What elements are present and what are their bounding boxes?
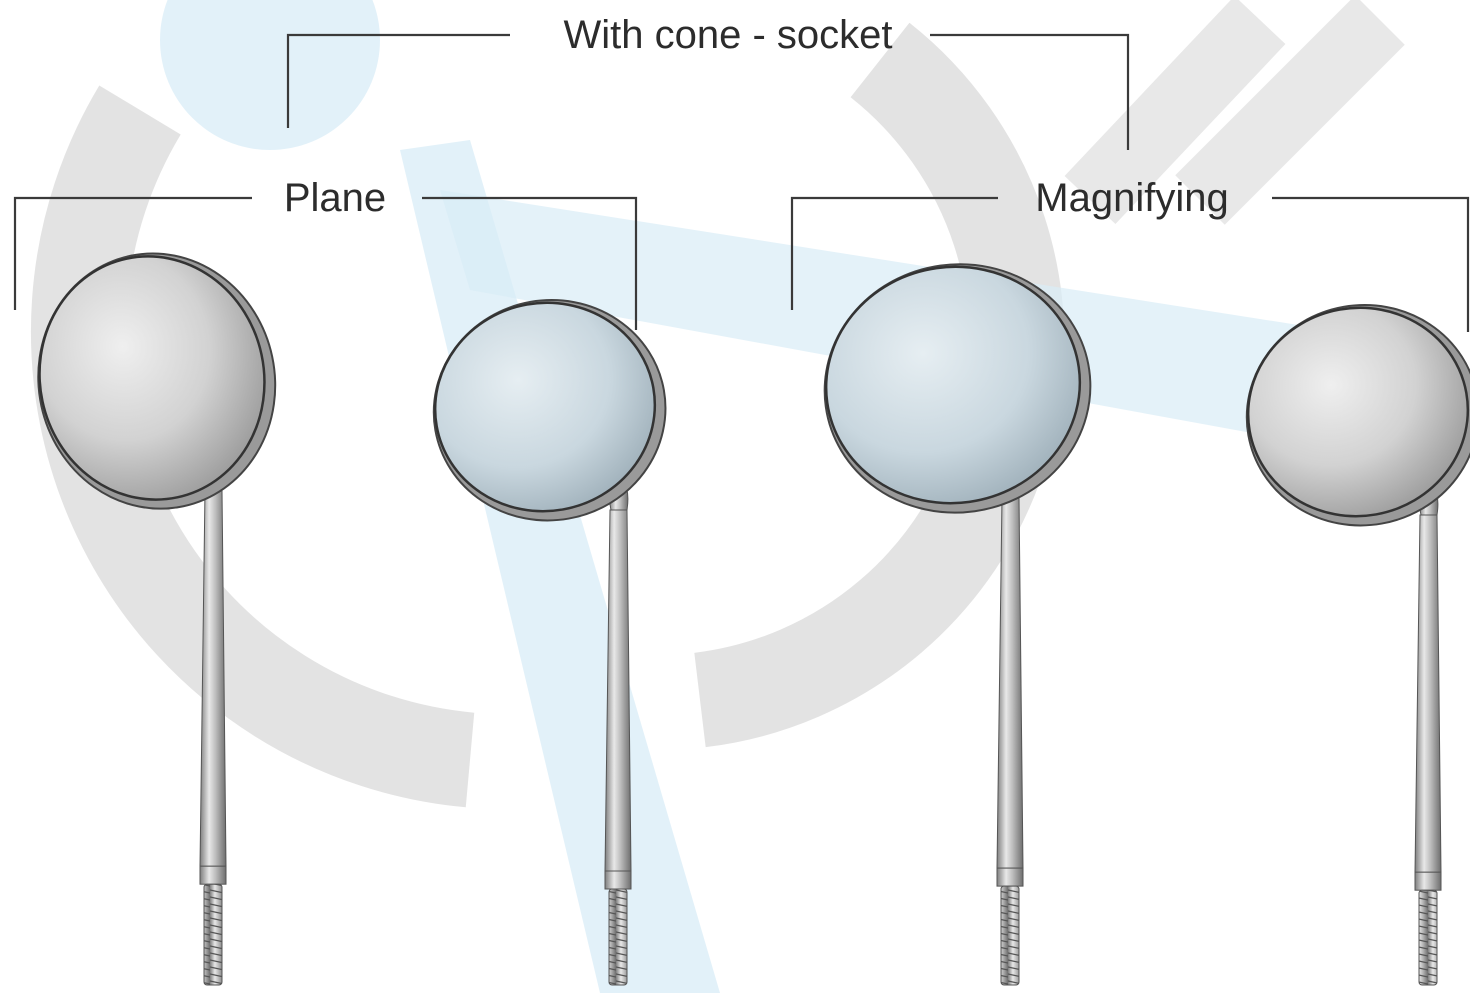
mirror-collar: [200, 866, 226, 884]
mirror-thread: [204, 884, 222, 985]
mirror-handle: [997, 498, 1023, 868]
mirror-collar: [605, 871, 631, 889]
label-plane: Plane: [284, 176, 386, 220]
watermark: [78, 0, 1380, 993]
watermark-gray-stroke-top: [1090, 20, 1380, 200]
mirror-collar: [1415, 872, 1441, 890]
label-with-cone-socket: With cone - socket: [563, 13, 892, 57]
mirror-collar: [997, 868, 1023, 886]
mirror-handle: [200, 490, 226, 866]
mirror-thread: [1419, 890, 1437, 985]
mirror-handle: [1415, 515, 1441, 872]
mirror-handle: [605, 510, 631, 871]
mirror-thread: [609, 889, 627, 985]
watermark-blue-circle: [160, 0, 380, 150]
mirror-thread: [1001, 886, 1019, 985]
magnifying-mirror-2: [1229, 287, 1470, 985]
label-magnifying: Magnifying: [1035, 176, 1228, 220]
